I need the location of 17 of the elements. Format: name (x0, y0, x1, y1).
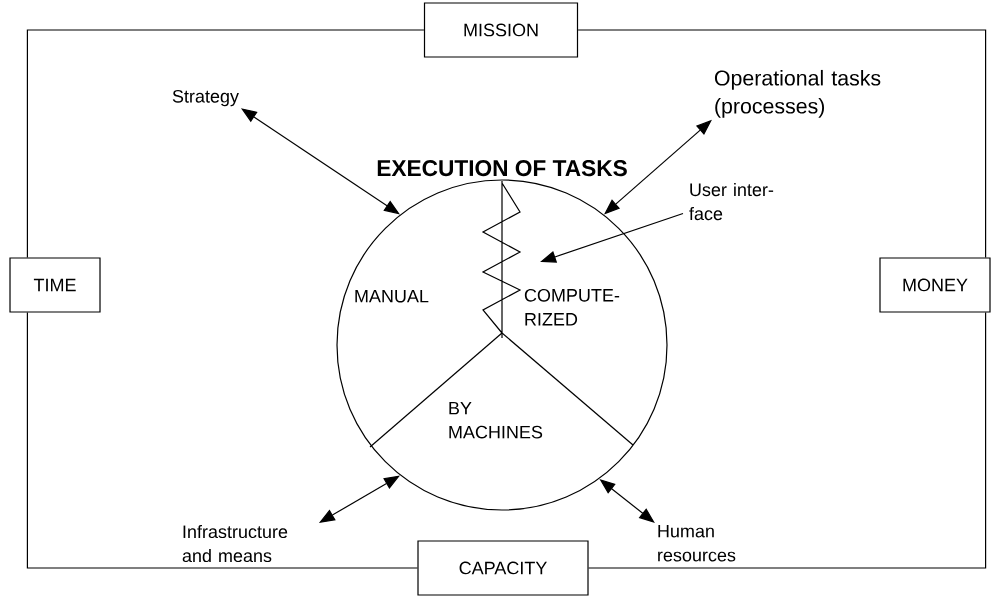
label-box: TIME (9, 257, 101, 313)
text-label: User inter- face (689, 182, 774, 221)
text-label: Strategy (172, 89, 239, 107)
label-box: MISSION (423, 2, 579, 58)
label-box: MONEY (879, 257, 991, 313)
frame-line (588, 312, 987, 569)
text-label: BY MACHINES (449, 401, 543, 439)
frame-line (577, 29, 987, 258)
text-label: Operational tasks (processes) (714, 69, 881, 118)
text-label: Human resources (658, 524, 736, 562)
text-label: COMPUTE- RIZED (524, 288, 620, 326)
node-label: EXECUTION OF TASKS (377, 160, 627, 177)
text-label: Infrastructure and means (182, 524, 288, 563)
label-box: CAPACITY (417, 540, 589, 596)
frame-line (26, 312, 418, 569)
frame-line (26, 29, 425, 258)
text-label: MANUAL (355, 289, 429, 303)
